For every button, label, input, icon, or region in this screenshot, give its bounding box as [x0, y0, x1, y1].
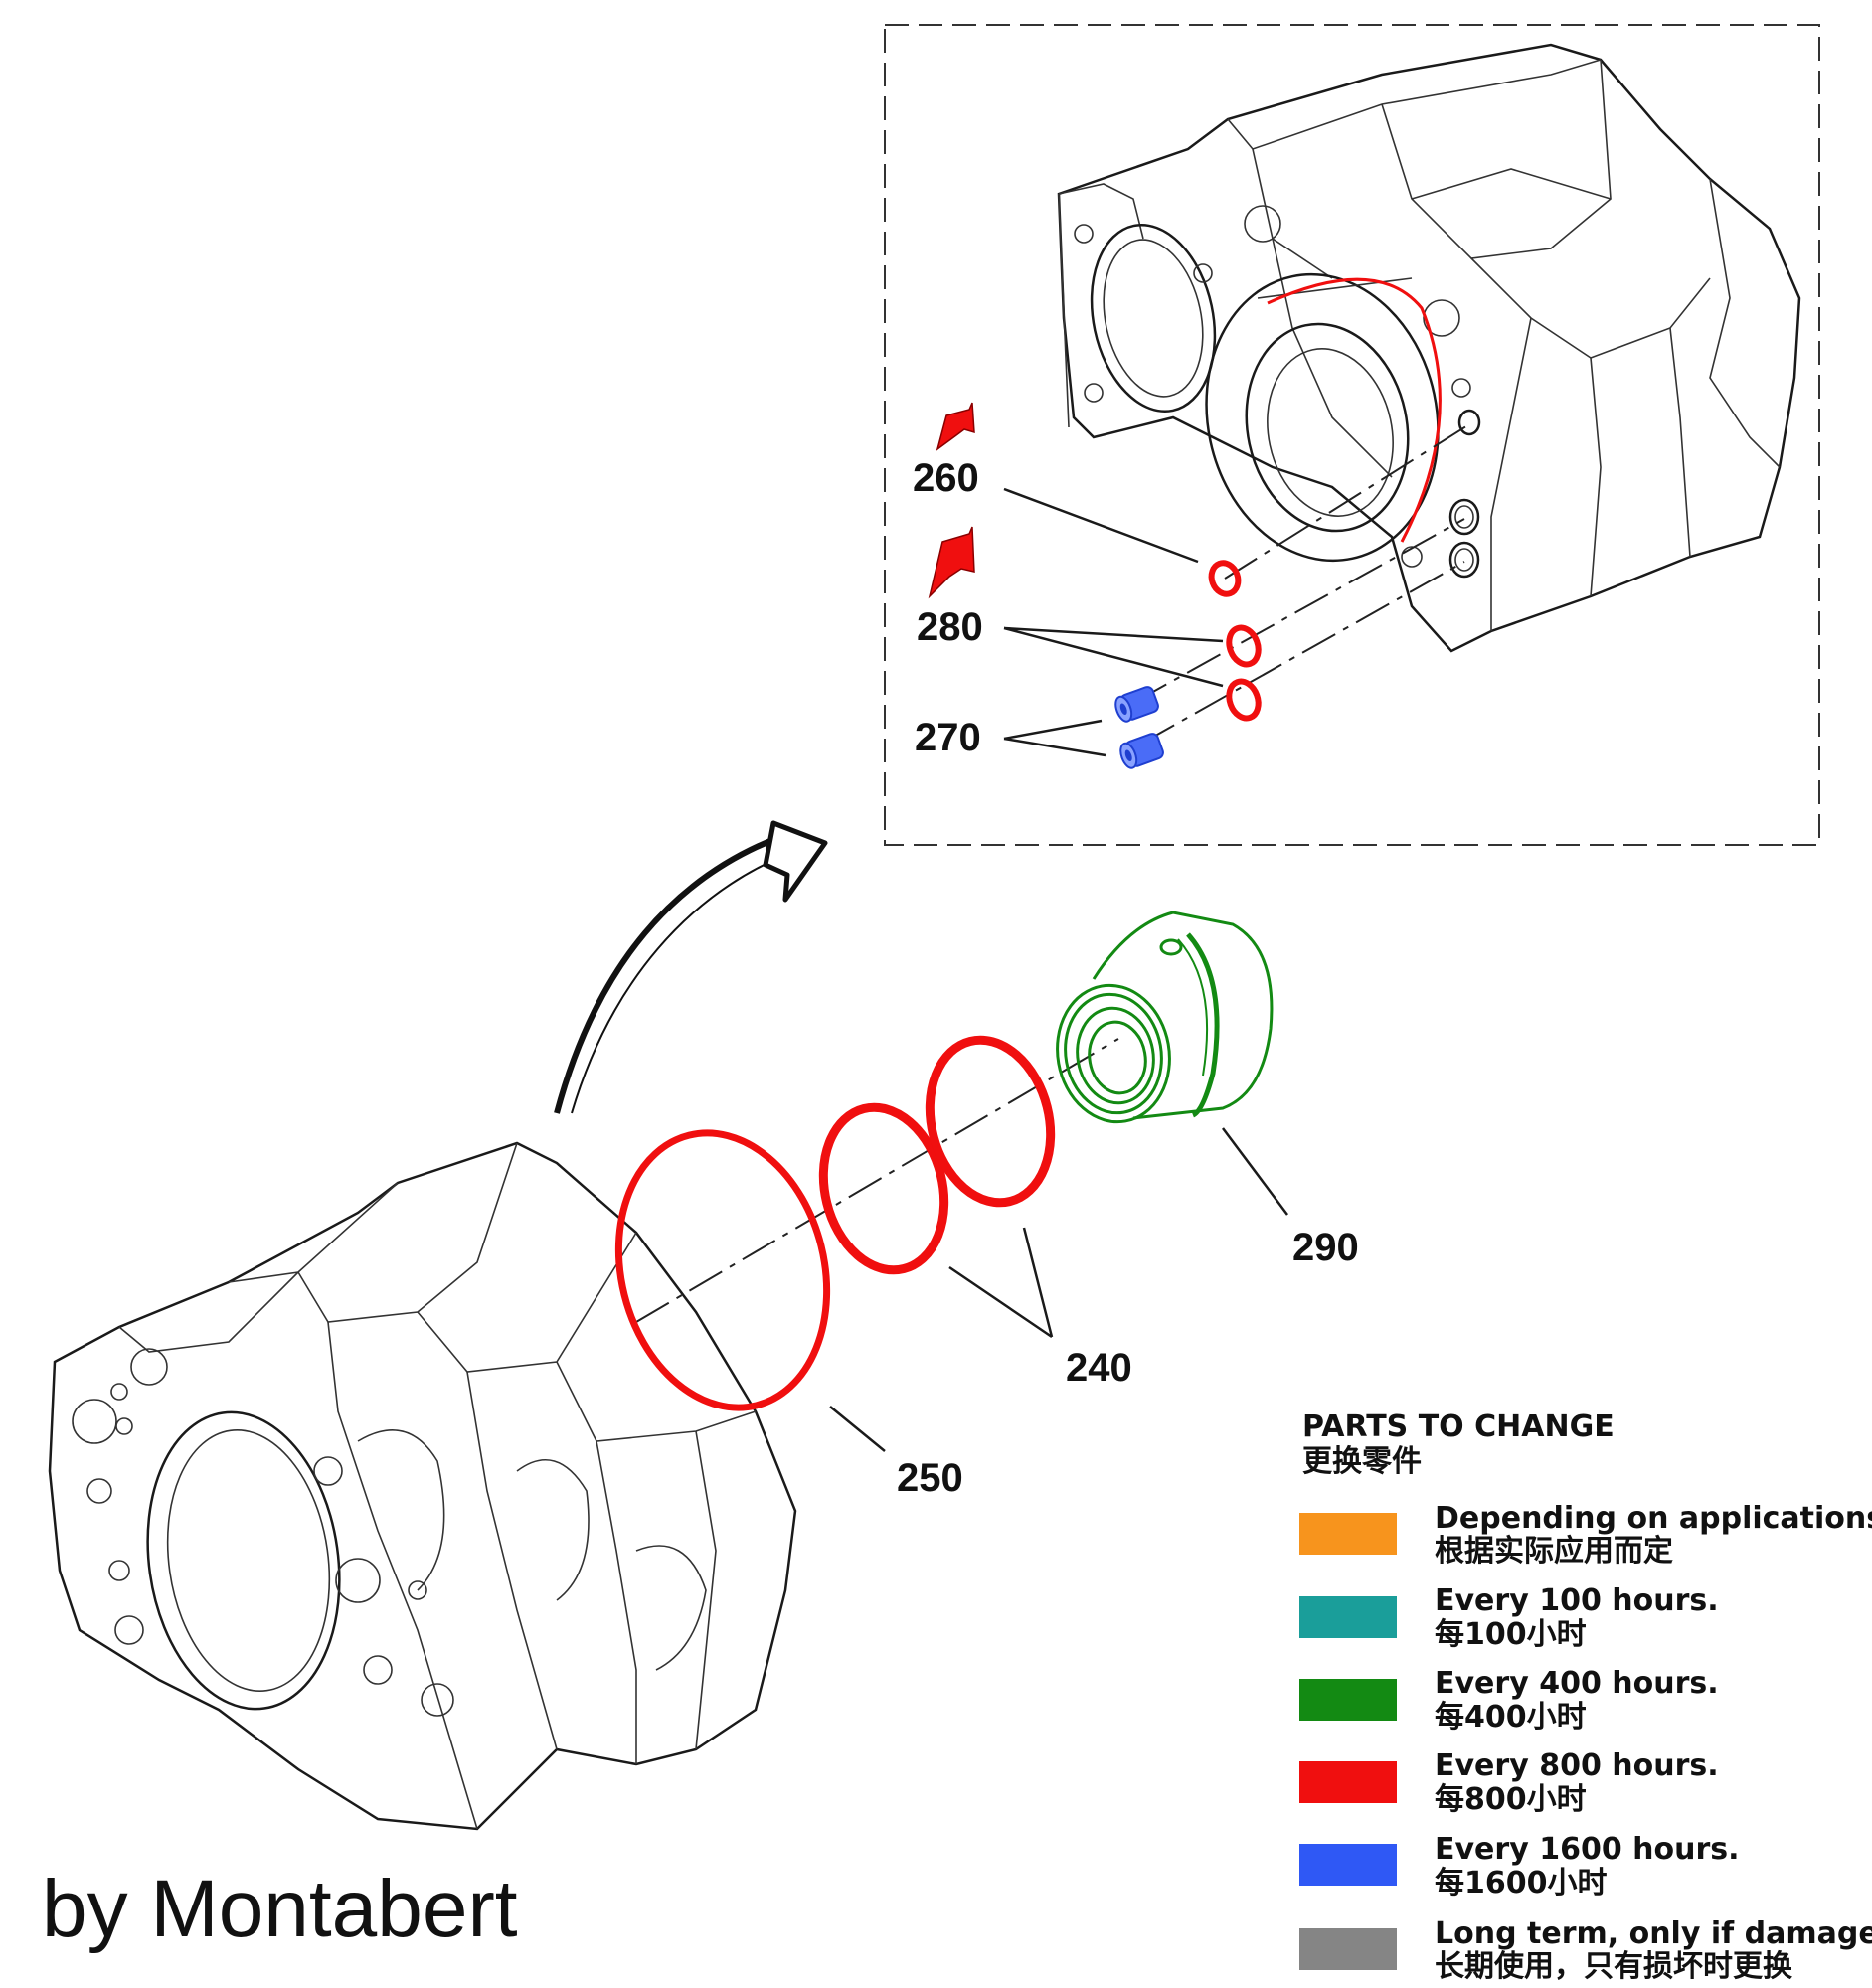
callout-290: 290 — [1292, 1226, 1359, 1269]
legend-item: Every 800 hours. 每800小时 — [1299, 1748, 1719, 1817]
seal-260-arc — [1267, 277, 1442, 543]
inset-axis-2 — [1132, 518, 1465, 704]
legend-item: Every 1600 hours. 每1600小时 — [1299, 1832, 1740, 1901]
oring-240-b — [925, 1035, 1056, 1208]
legend-item: Every 100 hours. 每100小时 — [1299, 1583, 1719, 1652]
legend-swatch — [1299, 1928, 1397, 1970]
legend-item: Every 400 hours. 每400小时 — [1299, 1666, 1719, 1735]
legend-item-label: Long term, only if damaged. — [1435, 1916, 1872, 1951]
legend-item: Depending on applications. 根据实际应用而定 — [1299, 1501, 1872, 1569]
leader-280 — [1003, 626, 1224, 688]
leader-240 — [948, 1227, 1054, 1339]
callout-260: 260 — [913, 456, 979, 500]
leader-270 — [1003, 719, 1106, 757]
inset-axis-3 — [1140, 561, 1465, 745]
legend-swatch — [1299, 1513, 1397, 1555]
legend-item-label: Depending on applications. — [1435, 1501, 1872, 1536]
inset-dashed-frame — [884, 24, 1820, 846]
main-housing-drawing — [48, 1141, 797, 1831]
legend-item-label-cn: 每400小时 — [1435, 1700, 1587, 1735]
detail-arrow-icon — [554, 820, 828, 1114]
legend-item-label: Every 400 hours. — [1435, 1666, 1719, 1701]
legend-swatch — [1299, 1844, 1397, 1886]
legend-subtitle: 更换零件 — [1302, 1444, 1422, 1479]
oring-280-b — [1226, 678, 1262, 722]
leader-250 — [829, 1406, 886, 1452]
legend-item-label-cn: 每800小时 — [1435, 1782, 1587, 1817]
flag-280-icon — [928, 526, 975, 599]
main-axis — [635, 1038, 1119, 1323]
legend-item: Long term, only if damaged. 长期使用，只有损坏时更换 — [1299, 1916, 1872, 1984]
flag-260-icon — [936, 402, 975, 451]
callout-280: 280 — [917, 605, 983, 649]
legend: PARTS TO CHANGE 更换零件 Depending on applic… — [1299, 1409, 1872, 1984]
plug-270-b — [1119, 733, 1164, 769]
inset-axis-1 — [1224, 423, 1470, 580]
legend-item-label-cn: 每100小时 — [1435, 1617, 1587, 1652]
legend-item-label: Every 100 hours. — [1435, 1583, 1719, 1618]
legend-item-label-cn: 每1600小时 — [1435, 1866, 1608, 1901]
bushing-290 — [1056, 911, 1274, 1124]
legend-item-label-cn: 根据实际应用而定 — [1435, 1534, 1673, 1569]
callout-270: 270 — [915, 716, 981, 759]
legend-title: PARTS TO CHANGE — [1302, 1409, 1615, 1444]
oring-250 — [614, 1129, 831, 1411]
detail-inset: 260 280 270 — [884, 24, 1820, 846]
inset-housing-drawing — [1057, 43, 1801, 653]
callout-240: 240 — [1066, 1346, 1132, 1390]
plug-270-a — [1114, 686, 1159, 723]
leader-290 — [1221, 1127, 1289, 1216]
credit-text: by Montabert — [42, 1864, 518, 1954]
legend-swatch — [1299, 1761, 1397, 1803]
oring-240-a — [818, 1102, 949, 1275]
legend-swatch — [1299, 1679, 1397, 1721]
legend-swatch — [1299, 1596, 1397, 1638]
callout-250: 250 — [897, 1456, 963, 1500]
leader-260 — [1003, 487, 1199, 564]
legend-item-label-cn: 长期使用，只有损坏时更换 — [1435, 1949, 1793, 1984]
legend-item-label: Every 1600 hours. — [1435, 1832, 1740, 1867]
legend-item-label: Every 800 hours. — [1435, 1748, 1719, 1783]
oring-280-a — [1226, 624, 1262, 668]
oring-260 — [1208, 560, 1242, 597]
